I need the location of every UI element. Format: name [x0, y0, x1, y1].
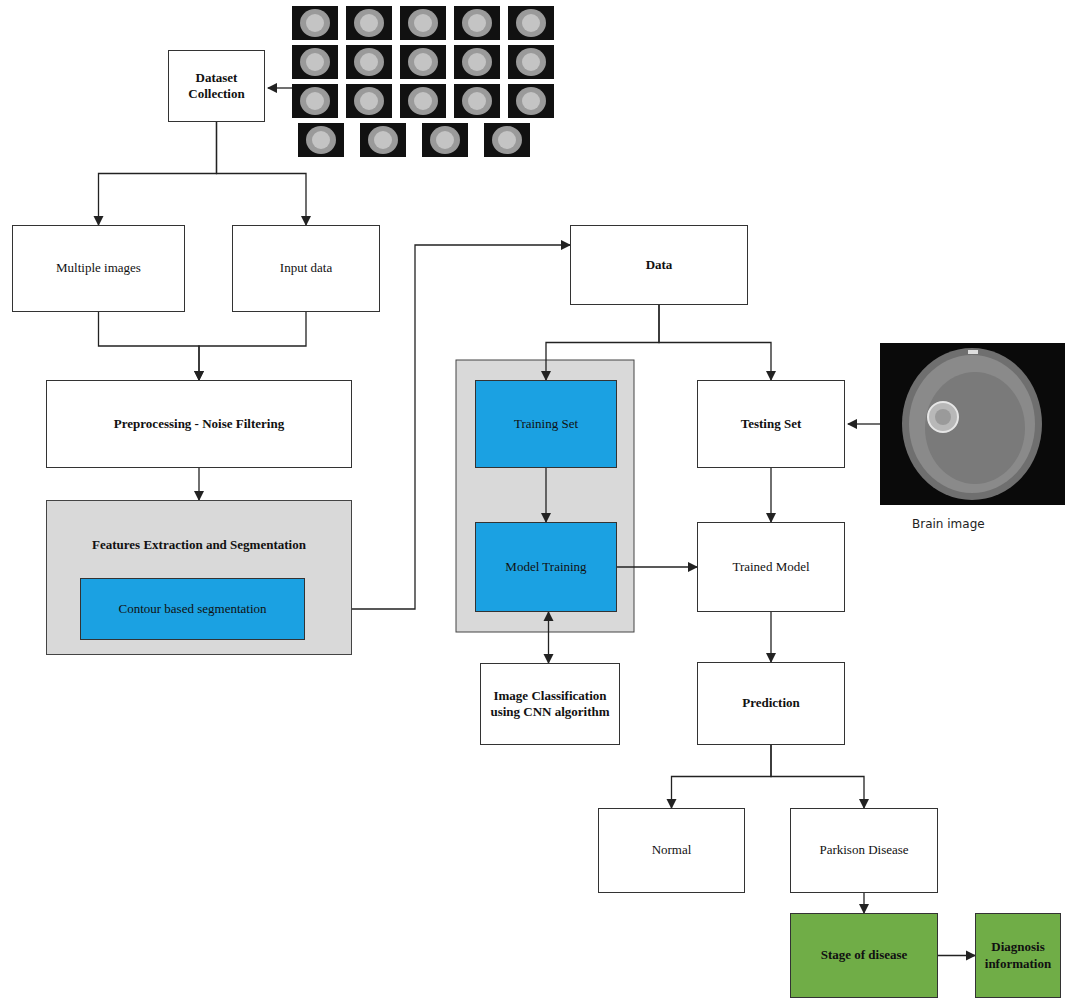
node-text: Multiple images [56, 260, 141, 276]
flow-arrow [545, 468, 546, 522]
flow-arrow [770, 612, 771, 662]
arrow-line [268, 87, 292, 88]
process-box: Contour based segmentation [80, 578, 305, 640]
node-text: Trained Model [732, 559, 809, 575]
node-text: Parkison Disease [819, 842, 908, 858]
process-box: Multiple images [12, 225, 185, 312]
training-panel [456, 360, 634, 632]
outcome-box: Parkison Disease [790, 808, 938, 893]
node-text: Preprocessing - Noise Filtering [114, 416, 284, 432]
flow-arrow [672, 745, 772, 808]
node-text: Dataset Collection [175, 70, 258, 103]
flow-arrow [546, 305, 659, 380]
flow-arrow [863, 893, 864, 913]
process-box: Dataset Collection [168, 50, 265, 122]
process-box: Trained Model [697, 522, 845, 612]
node-text: Normal [652, 842, 692, 858]
node-text: Prediction [742, 695, 800, 711]
process-box: Training Set [475, 380, 617, 468]
node-text: Input data [280, 260, 332, 276]
flow-arrow [938, 955, 975, 956]
process-box: Input data [232, 225, 380, 312]
flow-arrow [199, 312, 306, 380]
node-text: Stage of disease [821, 947, 908, 963]
process-box: Preprocessing - Noise Filtering [46, 380, 352, 468]
flow-arrow [770, 468, 771, 522]
node-text: Image Classification using CNN algorithm [487, 688, 613, 721]
outcome-box: Normal [598, 808, 745, 893]
node-text: Contour based segmentation [118, 601, 266, 617]
node-text: Data [646, 257, 673, 273]
node-text: Features Extraction and Segmentation [92, 537, 306, 553]
node-text: Training Set [514, 416, 578, 432]
arrow-line [848, 423, 880, 424]
flow-arrow [99, 122, 217, 225]
flow-arrow [548, 612, 549, 663]
node-text: Testing Set [741, 416, 802, 432]
process-box: Testing Set [697, 380, 845, 468]
process-box: Prediction [697, 662, 845, 745]
flow-arrow [198, 468, 199, 500]
node-text: Diagnosis information [982, 939, 1054, 972]
flow-arrow [617, 566, 697, 567]
flow-arrow [99, 312, 200, 380]
flow-arrow [771, 745, 864, 808]
process-box: Data [570, 225, 748, 305]
flow-arrow [217, 122, 307, 225]
flow-arrow [659, 305, 771, 380]
process-box: Model Training [475, 522, 617, 612]
image-caption: Brain image [912, 517, 985, 531]
process-box: Stage of disease [790, 913, 938, 998]
brain-mri-image [880, 343, 1065, 505]
group-panel: Features Extraction and SegmentationCont… [46, 500, 352, 655]
process-box: Image Classification using CNN algorithm [480, 663, 620, 745]
mri-thumbnail-grid [292, 6, 554, 157]
node-text: Model Training [505, 559, 586, 575]
process-box: Diagnosis information [975, 913, 1061, 998]
